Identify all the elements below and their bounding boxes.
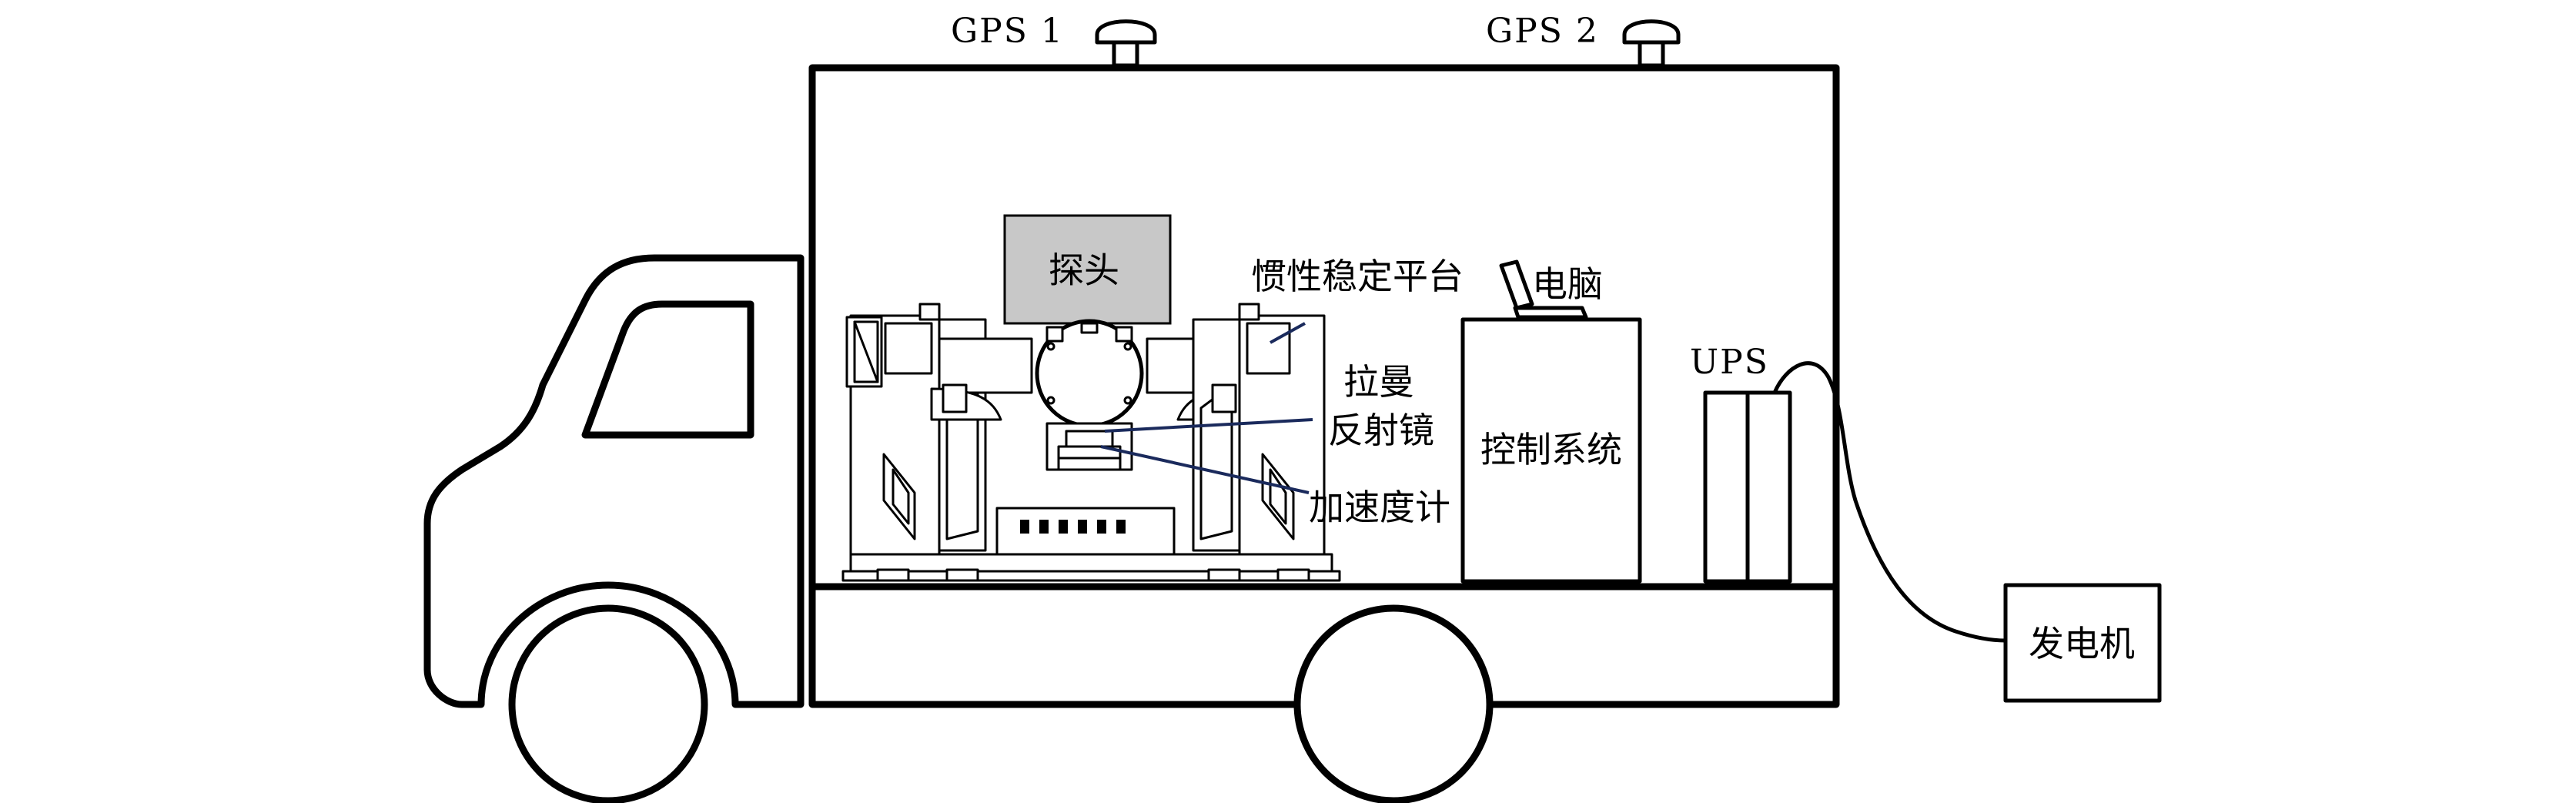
- raman-leader-line: [1104, 418, 1313, 433]
- generator-label: 发电机: [2029, 623, 2135, 664]
- ups-label: UPS: [1690, 343, 1769, 382]
- ups-units: [1703, 390, 1792, 584]
- generator-box: [2003, 583, 2162, 703]
- probe-block: [1003, 214, 1172, 325]
- accelerometer-label: 加速度计: [1309, 487, 1450, 528]
- control-system-label: 控制系统: [1480, 429, 1622, 470]
- raman-label-line2: 反射镜: [1328, 410, 1434, 451]
- gps1-antenna-icon: [1095, 19, 1157, 68]
- cab-window: [581, 300, 754, 439]
- platform-leader-line: [1270, 322, 1306, 344]
- control-system-box: [1460, 317, 1642, 584]
- front-wheel: [508, 604, 708, 803]
- platform-label: 惯性稳定平台: [1251, 256, 1464, 297]
- truck-cab: [423, 254, 805, 708]
- computer-label: 电脑: [1532, 263, 1603, 305]
- rear-wheel: [1293, 604, 1494, 803]
- power-cable: [1772, 361, 2008, 643]
- gps2-antenna-icon: [1622, 19, 1681, 68]
- probe-label: 探头: [1049, 249, 1119, 291]
- accelerometer-leader-line: [1100, 445, 1310, 494]
- gps2-label: GPS 2: [1486, 12, 1599, 51]
- gps1-label: GPS 1: [951, 12, 1064, 51]
- laptop-icon: [1499, 259, 1588, 320]
- raman-label-line1: 拉曼: [1343, 361, 1414, 403]
- inertial-platform-icon: [841, 303, 1341, 582]
